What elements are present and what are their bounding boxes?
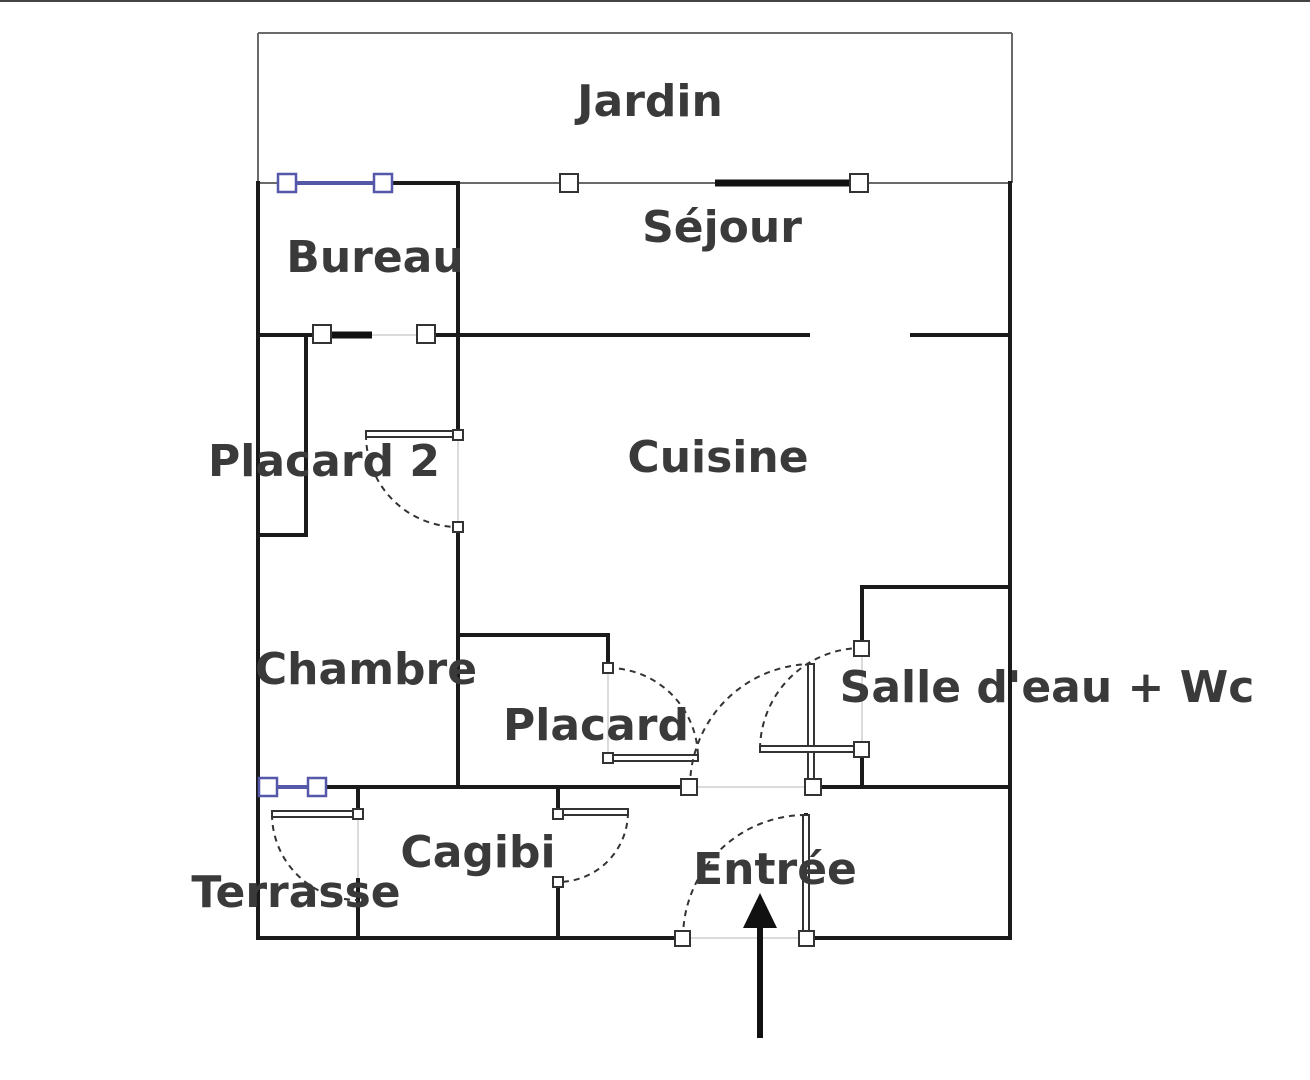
label-chambre: Chambre — [255, 644, 477, 695]
door-cuisine — [689, 663, 815, 788]
label-entree: Entrée — [693, 844, 857, 895]
label-bureau: Bureau — [286, 232, 463, 283]
label-terrasse: Terrasse — [191, 867, 400, 918]
selection-handles[interactable] — [257, 172, 870, 947]
label-cuisine: Cuisine — [627, 432, 808, 483]
walls — [256, 179, 1012, 940]
label-salle-eau: Salle d'eau + Wc — [840, 662, 1255, 713]
label-cagibi: Cagibi — [400, 827, 555, 878]
entrance-arrow-icon — [743, 893, 777, 1038]
door-cagibi — [557, 808, 629, 883]
label-placard-2: Placard 2 — [208, 436, 440, 487]
garden-outline — [257, 32, 1013, 183]
label-jardin: Jardin — [574, 76, 723, 127]
label-sejour: Séjour — [642, 202, 802, 253]
label-placard: Placard — [503, 700, 689, 751]
